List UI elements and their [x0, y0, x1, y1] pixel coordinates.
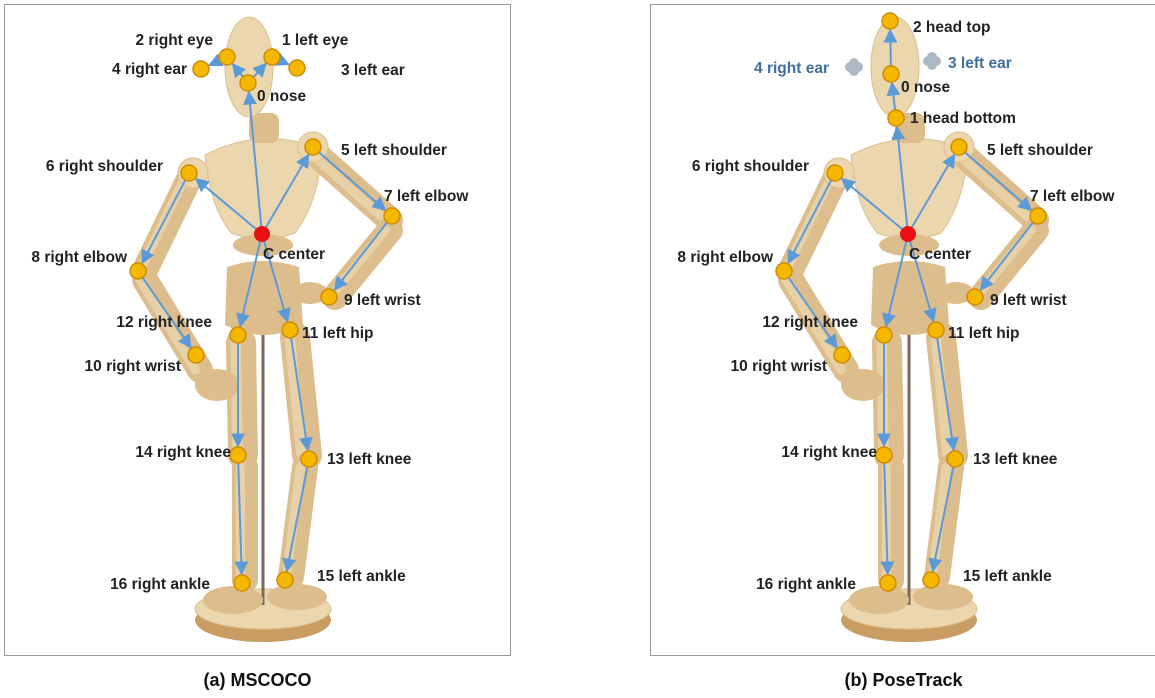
keypoint-label-15: 15 left ankle — [963, 568, 1052, 585]
keypoint-label-16: 16 right ankle — [110, 576, 210, 593]
keypoint-13 — [947, 451, 963, 467]
keypoint-4 — [193, 61, 209, 77]
keypoint-11 — [928, 322, 944, 338]
keypoint-9 — [967, 289, 983, 305]
keypoint-label-8: 8 right elbow — [677, 249, 774, 266]
keypoint-10 — [188, 347, 204, 363]
keypoint-7 — [384, 208, 400, 224]
left-upper-arm-highlight — [956, 153, 1031, 220]
keypoint-label-10: 10 right wrist — [731, 358, 827, 375]
keypoint-2 — [882, 13, 898, 29]
left-foot — [913, 584, 973, 610]
keypoint-4-virtual-cloud-icon — [845, 58, 863, 76]
keypoint-label-14: 14 right knee — [781, 444, 877, 461]
keypoint-3 — [289, 60, 305, 76]
posetrack-figure: 0 nose 1 head bottom 2 head top 3 left ear 4… — [651, 5, 1155, 655]
keypoint-8 — [776, 263, 792, 279]
keypoint-label-7: 7 left elbow — [1030, 188, 1115, 205]
mscoco-figure: 0 nose 1 left eye 2 right eye 3 left ear 4 r… — [5, 5, 510, 655]
panel-posetrack: 0 nose 1 head bottom 2 head top 3 left ear 4… — [650, 4, 1155, 656]
keypoint-label-11: 11 left hip — [302, 325, 374, 342]
keypoint-7 — [1030, 208, 1046, 224]
keypoint-2 — [219, 49, 235, 65]
keypoint-label-0: 0 nose — [257, 88, 306, 105]
keypoint-center — [900, 226, 916, 242]
keypoint-label-10: 10 right wrist — [85, 358, 181, 375]
keypoint-label-13: 13 left knee — [973, 451, 1058, 468]
keypoint-label-7: 7 left elbow — [384, 188, 469, 205]
left-upper-arm-highlight — [310, 153, 385, 220]
keypoint-label-14: 14 right knee — [135, 444, 231, 461]
keypoint-1 — [264, 49, 280, 65]
right-hand — [195, 369, 239, 401]
keypoint-14 — [230, 447, 246, 463]
keypoint-label-12: 12 right knee — [762, 314, 858, 331]
keypoint-6 — [181, 165, 197, 181]
keypoint-label-4: 4 right ear — [754, 60, 829, 77]
keypoint-1 — [888, 110, 904, 126]
keypoint-label-3: 3 left ear — [948, 55, 1012, 72]
connector-0-to-2 — [890, 30, 891, 67]
keypoint-0 — [883, 66, 899, 82]
caption-mscoco: (a) MSCOCO — [4, 670, 511, 691]
caption-posetrack: (b) PoseTrack — [650, 670, 1155, 691]
cloud-puff — [849, 66, 859, 76]
keypoint-label-15: 15 left ankle — [317, 568, 406, 585]
keypoint-label-C: C center — [263, 246, 325, 263]
keypoint-label-2: 2 right eye — [135, 32, 213, 49]
keypoint-5 — [305, 139, 321, 155]
keypoint-15 — [923, 572, 939, 588]
right-foot — [849, 586, 909, 614]
keypoint-label-0: 0 nose — [901, 79, 950, 96]
keypoint-13 — [301, 451, 317, 467]
keypoint-8 — [130, 263, 146, 279]
keypoint-12 — [230, 327, 246, 343]
keypoint-15 — [277, 572, 293, 588]
keypoint-5 — [951, 139, 967, 155]
keypoint-label-12: 12 right knee — [116, 314, 212, 331]
keypoint-label-5: 5 left shoulder — [341, 142, 447, 159]
keypoint-label-16: 16 right ankle — [756, 576, 856, 593]
keypoint-label-5: 5 left shoulder — [987, 142, 1093, 159]
right-foot — [203, 586, 263, 614]
keypoint-label-2: 2 head top — [913, 19, 991, 36]
keypoint-label-13: 13 left knee — [327, 451, 412, 468]
keypoint-12 — [876, 327, 892, 343]
keypoint-3-virtual-cloud-icon — [923, 52, 941, 70]
keypoint-label-8: 8 right elbow — [31, 249, 128, 266]
panel-mscoco: 0 nose 1 left eye 2 right eye 3 left ear 4 r… — [4, 4, 511, 656]
keypoint-9 — [321, 289, 337, 305]
keypoint-label-3: 3 left ear — [341, 62, 405, 79]
keypoint-16 — [234, 575, 250, 591]
keypoint-label-4: 4 right ear — [112, 61, 187, 78]
keypoint-0 — [240, 75, 256, 91]
keypoint-10 — [834, 347, 850, 363]
keypoint-label-1: 1 left eye — [282, 32, 349, 49]
keypoint-label-11: 11 left hip — [948, 325, 1020, 342]
keypoint-label-C: C center — [909, 246, 971, 263]
keypoint-16 — [880, 575, 896, 591]
connector-2-to-4 — [209, 60, 220, 65]
left-foot — [267, 584, 327, 610]
keypoint-6 — [827, 165, 843, 181]
keypoint-label-9: 9 left wrist — [990, 292, 1067, 309]
keypoint-14 — [876, 447, 892, 463]
cloud-puff — [927, 60, 937, 70]
keypoint-label-6: 6 right shoulder — [692, 158, 809, 175]
keypoint-label-9: 9 left wrist — [344, 292, 421, 309]
keypoint-center — [254, 226, 270, 242]
keypoint-11 — [282, 322, 298, 338]
keypoint-label-1: 1 head bottom — [910, 110, 1016, 127]
keypoint-label-6: 6 right shoulder — [46, 158, 163, 175]
right-hand — [841, 369, 885, 401]
